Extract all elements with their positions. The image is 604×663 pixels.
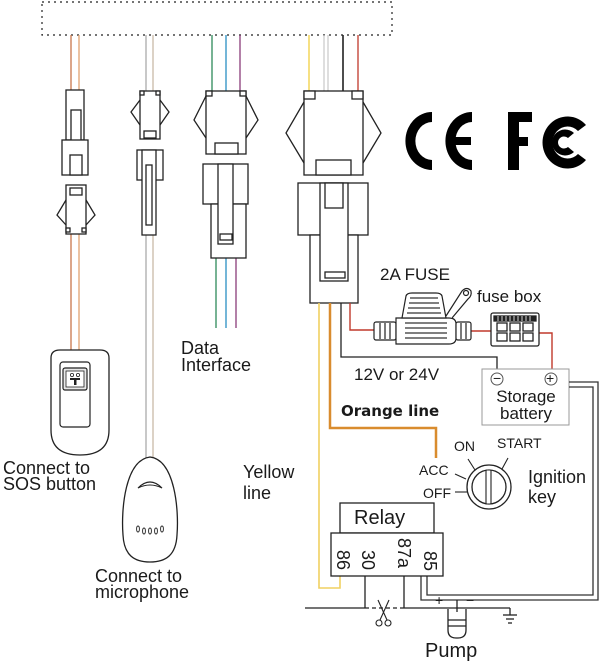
orange-line-label: Orange line <box>341 402 440 420</box>
relay-pin-30: 30 <box>358 550 378 571</box>
mic-cable <box>145 35 154 458</box>
data-cable <box>211 35 241 328</box>
relay-pin-86: 86 <box>333 550 353 571</box>
battery-plus-terminal <box>544 372 558 386</box>
ignition-switch[interactable] <box>454 457 512 510</box>
ce-mark <box>405 112 472 170</box>
red-power-wire <box>349 303 374 331</box>
storage-battery <box>481 368 570 426</box>
yellow-line-label: Yellow line <box>243 462 294 503</box>
storage-battery-label: Storage battery <box>489 387 563 424</box>
inline-fuse <box>373 287 472 345</box>
fcc-mark <box>508 112 586 170</box>
ignition-off-label: OFF <box>423 485 451 501</box>
sos-connector-male <box>61 89 89 176</box>
microphone-label-line2: microphone <box>95 582 190 602</box>
red-wire-box-to-battery <box>539 332 553 370</box>
data-interface-label-line1: Data <box>181 338 220 358</box>
voltage-label: 12V or 24V <box>354 365 440 384</box>
power-cable-top <box>308 35 359 91</box>
power-connector-male <box>297 182 369 304</box>
sos-button-label-line2: SOS button <box>3 474 97 494</box>
yellow-line-label-line1: Yellow <box>243 462 295 482</box>
battery-plus-label: + <box>546 370 555 386</box>
ignition-key-label-line1: Ignition <box>528 467 587 487</box>
pump-plus-label: + <box>435 592 444 608</box>
microphone-label: Connect to microphone <box>95 566 189 602</box>
ignition-key-label: Ignition key <box>528 467 586 507</box>
black-ground-wire <box>340 303 498 370</box>
relay-pin-85: 85 <box>420 551 440 572</box>
sos-button[interactable] <box>50 349 110 456</box>
fuse-box-label: fuse box <box>477 287 542 306</box>
data-connector-female[interactable] <box>193 90 259 155</box>
relay-pin-87a: 87a <box>394 538 414 569</box>
storage-battery-label-line2: battery <box>500 404 552 423</box>
power-connector-female[interactable] <box>285 90 382 176</box>
battery-minus-terminal <box>490 372 504 386</box>
sos-button-label: Connect to SOS button <box>3 458 96 494</box>
sos-cable <box>70 35 80 350</box>
data-interface-label: Data Interface <box>181 338 251 375</box>
data-connector-male <box>202 163 249 259</box>
battery-minus-label: − <box>493 370 502 386</box>
pump <box>447 600 467 639</box>
mic-connector-female <box>130 90 170 140</box>
mic-connector-male <box>136 149 164 236</box>
ignition-acc-label: ACC <box>419 462 449 478</box>
orange-wire <box>328 303 438 458</box>
relay[interactable] <box>330 502 444 577</box>
yellow-wire <box>318 303 341 589</box>
ignition-start-label: START <box>497 435 542 451</box>
pump-label: Pump <box>425 640 478 662</box>
ignition-on-label: ON <box>454 438 475 454</box>
yellow-line-label-line2: line <box>243 483 272 503</box>
scissors-icon <box>375 599 392 627</box>
data-interface-label-line2: Interface <box>181 355 252 375</box>
tracker-device-outline <box>41 1 393 36</box>
sos-connector-female <box>56 184 96 235</box>
fuse-label: 2A FUSE <box>380 265 450 284</box>
battery-to-relay-85-outer <box>420 381 599 601</box>
sos-button-label-line1: Connect to <box>3 458 91 478</box>
ignition-key-label-line2: key <box>528 487 557 507</box>
pump-minus-label: − <box>466 592 475 608</box>
microphone-label-line1: Connect to <box>95 566 183 586</box>
battery-to-relay-85-inner <box>426 386 594 596</box>
relay-label: Relay <box>354 507 406 529</box>
microphone[interactable] <box>121 456 179 563</box>
storage-battery-label-line1: Storage <box>496 387 556 406</box>
fuse-box <box>490 312 540 347</box>
